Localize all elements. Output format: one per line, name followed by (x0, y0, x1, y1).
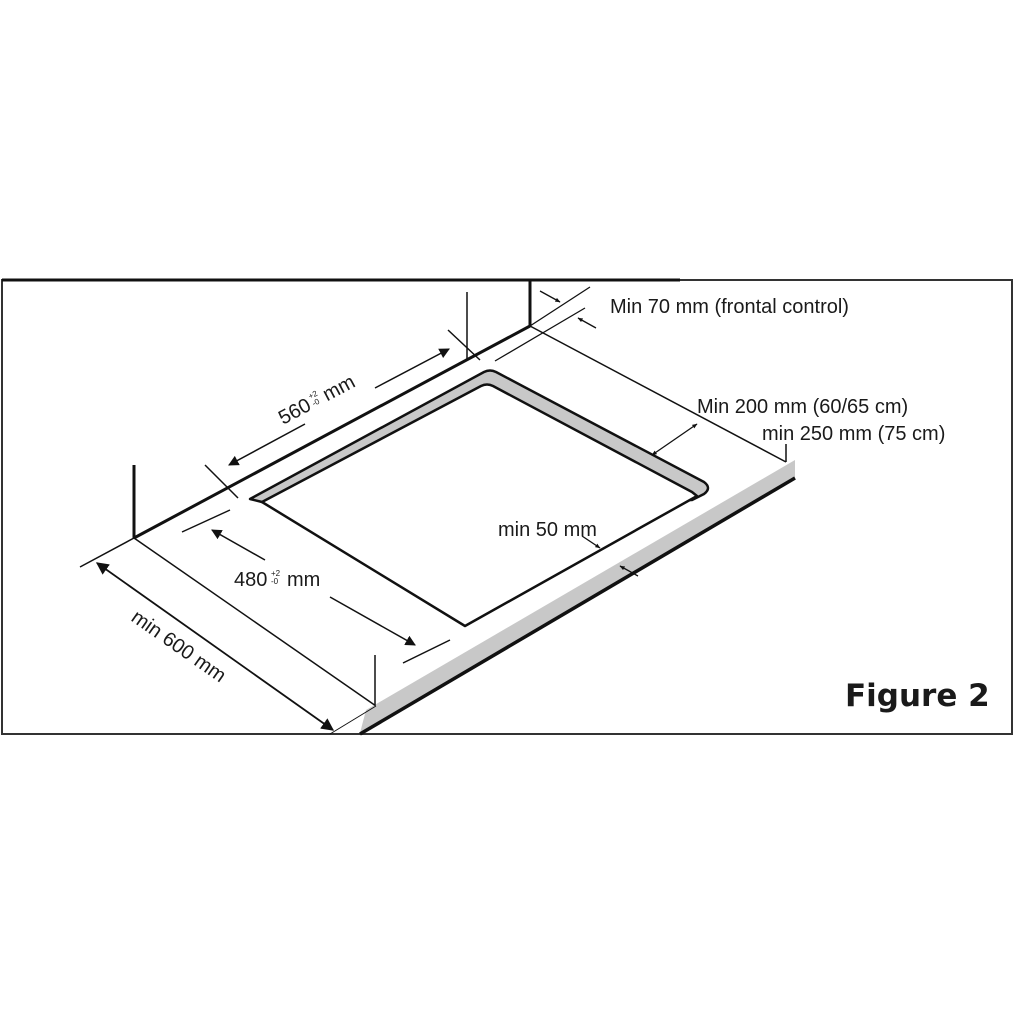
width-dimension (204, 292, 481, 499)
side-clearance-arrow (651, 423, 698, 456)
svg-text:-0: -0 (271, 577, 279, 586)
worktop-front-band (360, 460, 795, 733)
worktop-back-extension (79, 537, 135, 568)
svg-text:560: 560 (275, 394, 315, 429)
width-label: 560 +2 -0 mm (275, 371, 359, 430)
svg-text:+2: +2 (307, 389, 320, 401)
worktop-depth-arrow (95, 562, 335, 731)
hob-cutout (248, 369, 710, 628)
worktop-right-edge (529, 325, 787, 463)
depth-label: 480 +2 -0 mm (234, 569, 320, 591)
depth-dimension (181, 509, 451, 664)
svg-text:mm: mm (319, 371, 359, 406)
svg-text:mm: mm (287, 569, 320, 591)
worktop (79, 281, 796, 736)
back-clearance-dimension (494, 286, 597, 362)
side-clearance-label-2: min 250 mm (75 cm) (762, 423, 945, 445)
worktop-back-edge (133, 324, 531, 540)
svg-text:480: 480 (234, 569, 267, 591)
figure-label: Figure 2 (845, 678, 990, 714)
back-clearance-label: Min 70 mm (frontal control) (610, 296, 849, 318)
worktop-front-edge-top (329, 705, 377, 735)
svg-text:-0: -0 (311, 397, 322, 409)
front-clearance-label: min 50 mm (498, 519, 597, 541)
side-clearance-label-1: Min 200 mm (60/65 cm) (697, 396, 908, 418)
worktop-left-edge (133, 537, 377, 707)
front-clearance-dimension (581, 535, 639, 577)
worktop-front-edge (359, 476, 796, 736)
